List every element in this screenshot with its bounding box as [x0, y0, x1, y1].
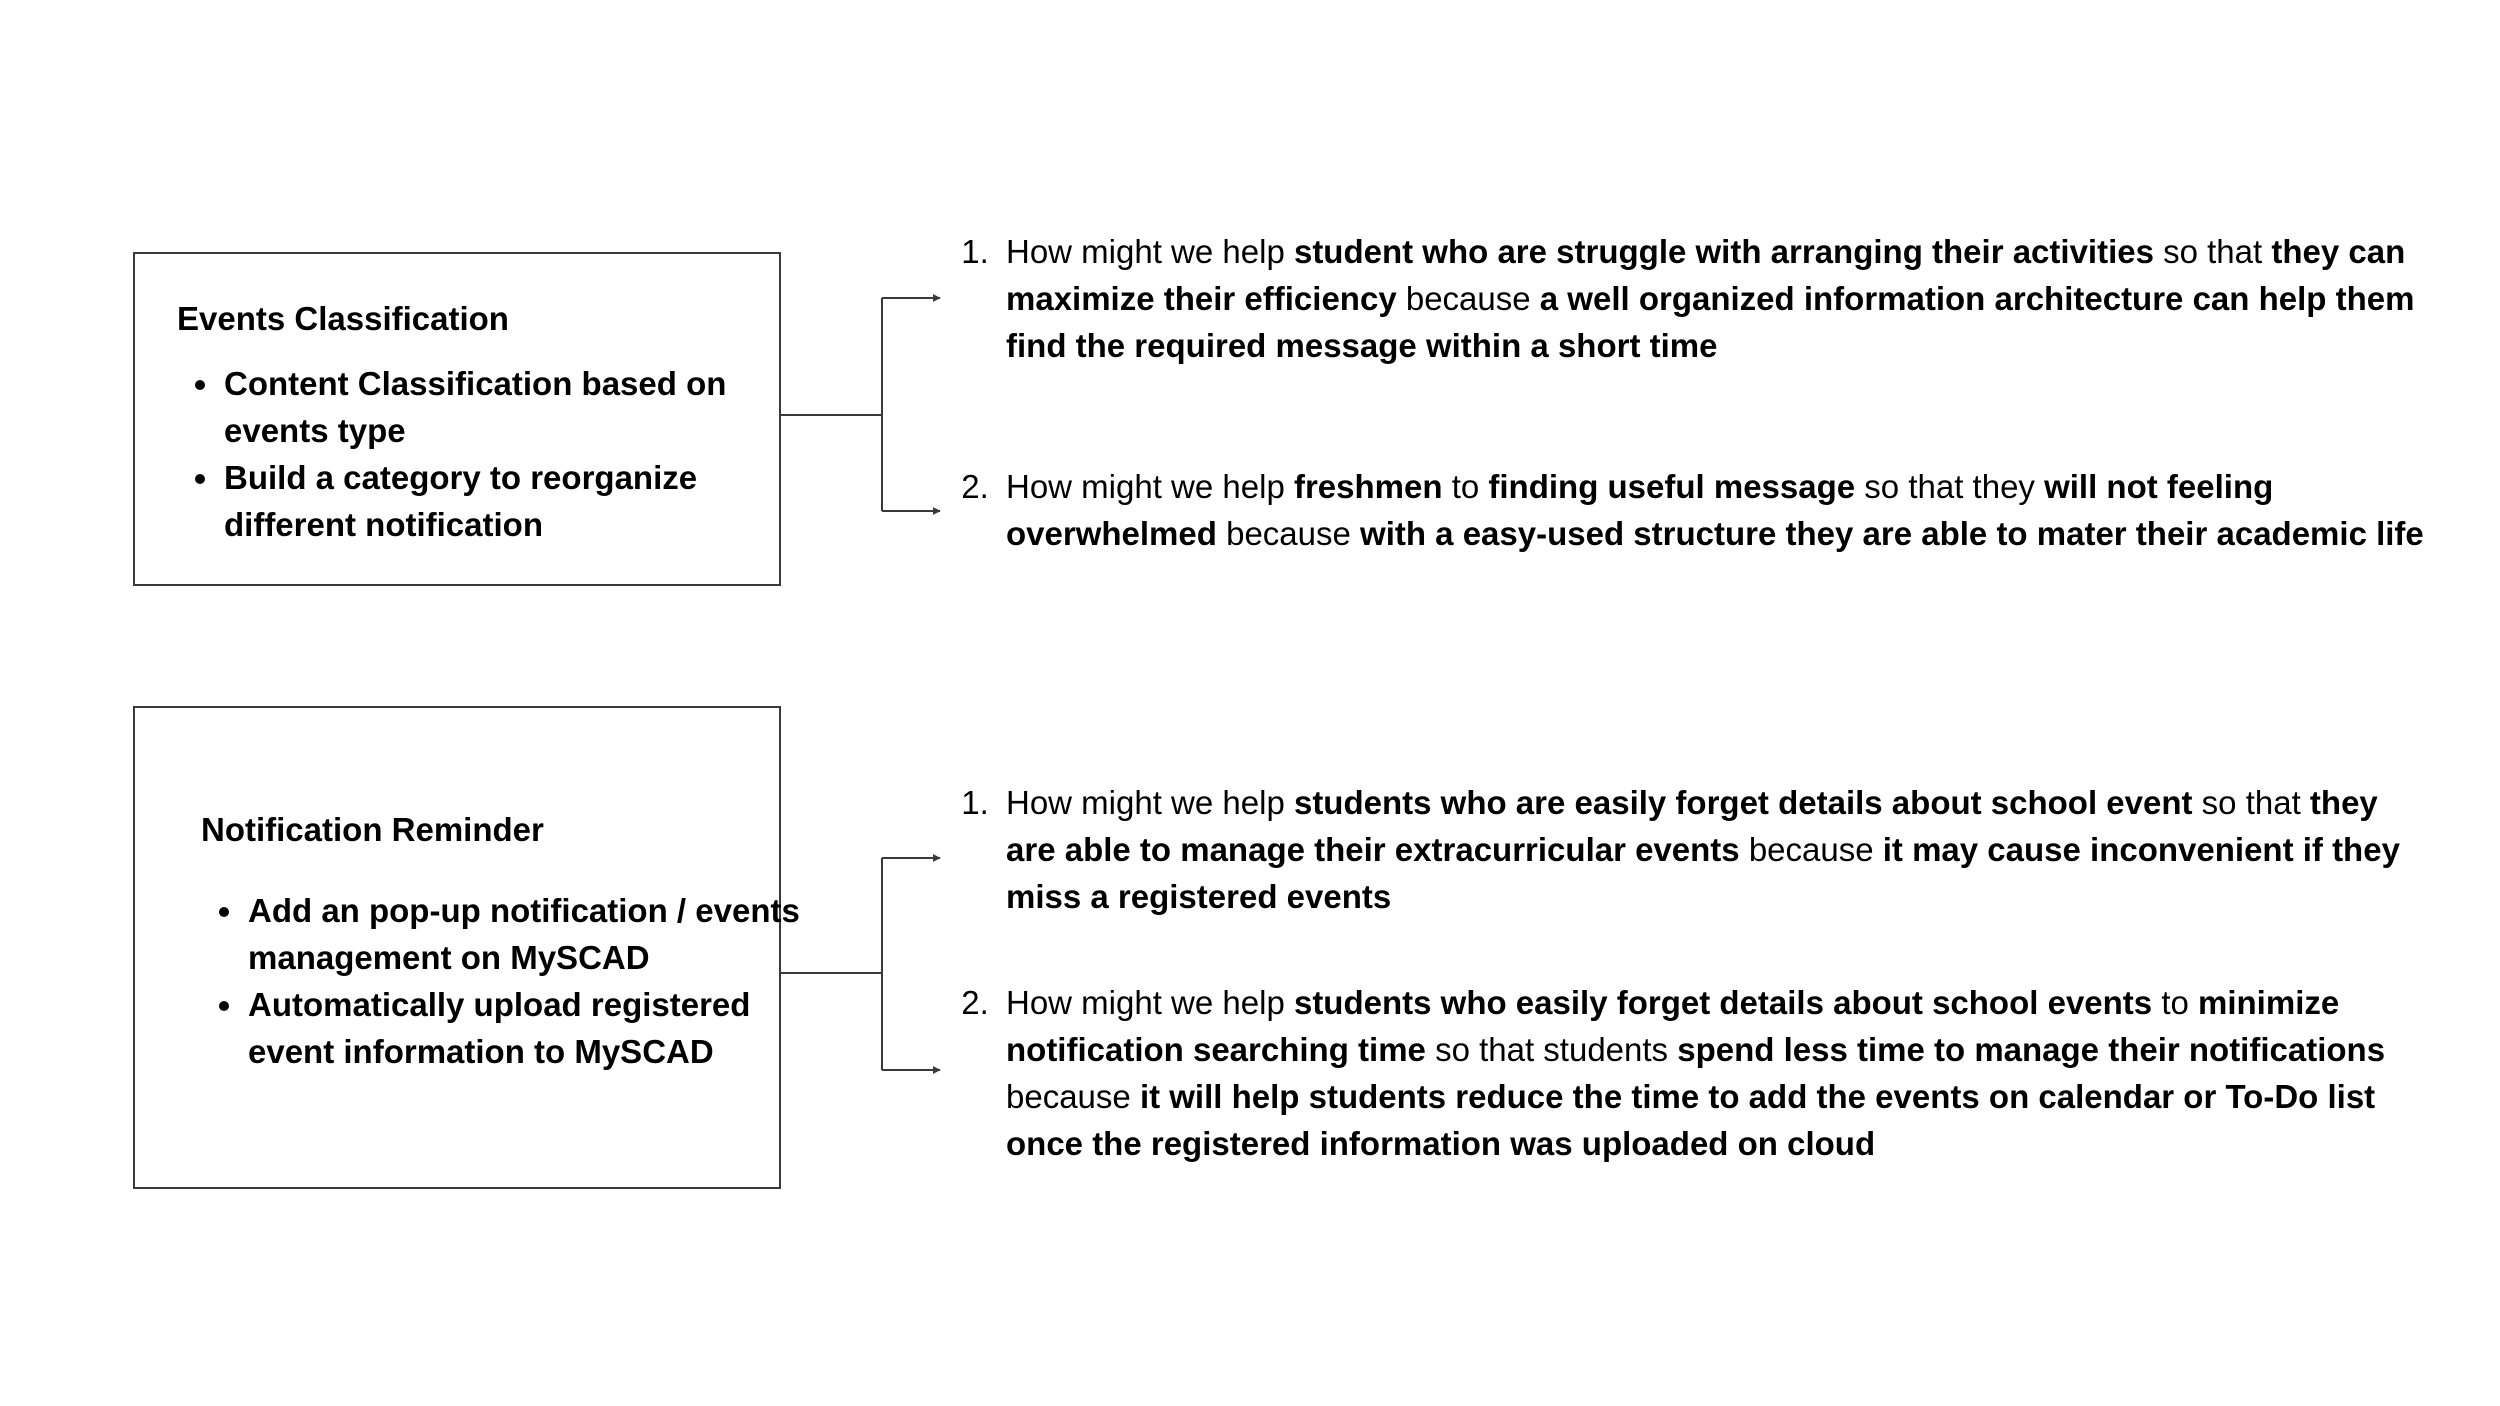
statement-highlight: a well organized information architectur… [1006, 280, 2415, 364]
events-classification-box: Events Classification Content Classifica… [133, 252, 781, 586]
events-classification-statements: How might we help student who are strugg… [958, 228, 2428, 557]
statement-text: to [1442, 468, 1489, 505]
statement-text: so that students [1425, 1031, 1678, 1068]
statement-text: How might we help [1006, 784, 1294, 821]
statement-highlight: it will help students reduce the time to… [1006, 1078, 2376, 1162]
statement-highlight: they are able to manage their extracurri… [1006, 784, 2378, 868]
bullet-item: Build a category to reorganize different… [222, 454, 782, 548]
statement-text: because [1739, 831, 1883, 868]
statement-highlight: minimize notification searching time [1006, 984, 2340, 1068]
bullet-item: Content Classification based on events t… [222, 360, 782, 454]
hmw-statement: How might we help students who are easil… [998, 779, 2428, 920]
statement-highlight: student who are struggle with arranging … [1293, 233, 2154, 270]
hmw-statement: How might we help student who are strugg… [998, 228, 2428, 369]
statement-text: so that they [1855, 468, 2045, 505]
events-classification-bullets: Content Classification based on events t… [177, 360, 782, 548]
events-classification-title: Events Classification [177, 300, 509, 337]
statement-highlight: with a easy-used structure they are able… [1360, 515, 2424, 552]
bullet-item: Add an pop-up notification / events mana… [246, 887, 806, 981]
statement-text: to [2152, 984, 2199, 1021]
bullet-item: Automatically upload registered event in… [246, 981, 806, 1075]
statement-highlight: students who are easily forget details a… [1293, 784, 2193, 821]
notification-reminder-title: Notification Reminder [201, 811, 544, 848]
statement-text: so that [2153, 233, 2272, 270]
statement-text: How might we help [1006, 468, 1294, 505]
statement-highlight: freshmen [1293, 468, 1443, 505]
notification-reminder-statements: How might we help students who are easil… [958, 779, 2428, 1167]
hmw-statement: How might we help students who easily fo… [998, 979, 2428, 1167]
hmw-statement: How might we help freshmen to finding us… [998, 463, 2428, 557]
statement-highlight: will not feeling overwhelmed [1006, 468, 2274, 552]
notification-reminder-box: Notification Reminder Add an pop-up noti… [133, 706, 800, 1189]
statement-text: because [1006, 1078, 1140, 1115]
statement-text: because [1216, 515, 1361, 552]
statement-highlight: students who easily forget details about… [1293, 984, 2153, 1021]
statement-highlight: spend less time to manage their notifica… [1677, 1031, 2386, 1068]
statement-text: so that [2192, 784, 2310, 821]
statement-highlight: it may cause inconvenient if they miss a… [1006, 831, 2400, 915]
notification-reminder-bullets: Add an pop-up notification / events mana… [201, 887, 806, 1075]
connector-group-1 [781, 294, 941, 515]
statement-text: How might we help [1006, 984, 1294, 1021]
statement-text: How might we help [1006, 233, 1294, 270]
connector-group-2 [781, 854, 941, 1074]
statement-highlight: they can maximize their efficiency [1006, 233, 2406, 317]
statement-text: because [1396, 280, 1540, 317]
statement-highlight: finding useful message [1488, 468, 1856, 505]
